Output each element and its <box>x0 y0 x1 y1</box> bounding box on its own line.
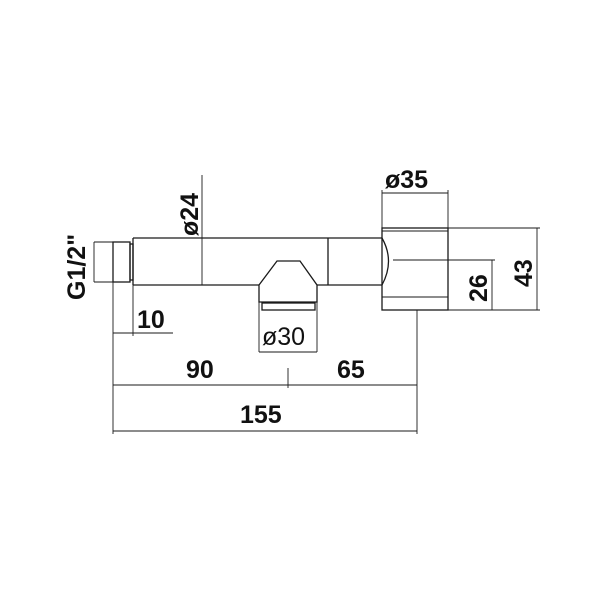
thread-length-label: 10 <box>137 306 165 334</box>
total-height-label: 43 <box>510 259 538 287</box>
nozzle <box>258 260 318 311</box>
inner-height-label: 26 <box>465 274 493 302</box>
total-length-label: 155 <box>240 401 282 429</box>
dimension-lines <box>112 175 540 434</box>
thread-label: G1/2" <box>63 234 91 300</box>
valve-body <box>132 237 390 286</box>
wall-fitting <box>381 227 449 311</box>
body-diameter-label: ø24 <box>176 193 204 236</box>
thread-connector <box>93 241 134 283</box>
nozzle-diameter-label: ø30 <box>262 323 305 351</box>
right-length-label: 65 <box>337 356 365 384</box>
left-length-label: 90 <box>186 356 214 384</box>
fitting-diameter-label: ø35 <box>385 166 428 194</box>
